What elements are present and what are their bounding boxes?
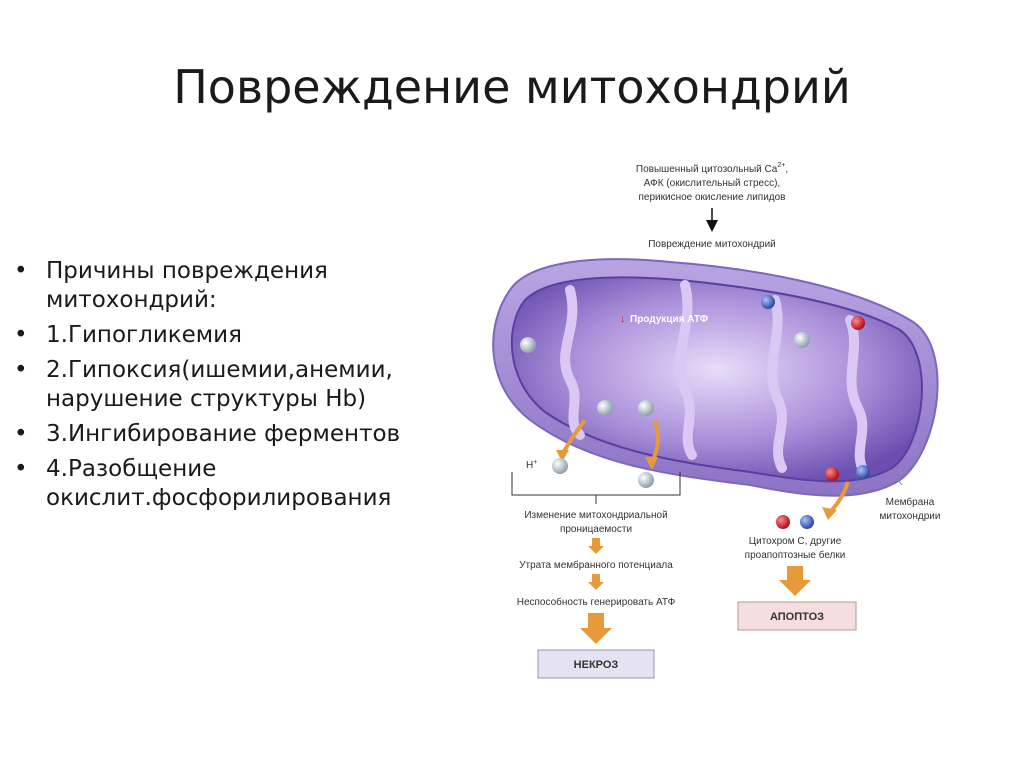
grey-particle xyxy=(638,400,654,416)
red-particle xyxy=(776,515,790,529)
down-arrow-red-icon: ↓ xyxy=(620,313,626,325)
blue-particle xyxy=(800,515,814,529)
bracket xyxy=(511,472,681,496)
permeability-line1: Изменение митохондриальной xyxy=(524,510,667,521)
potential-loss: Утрата мембранного потенциала xyxy=(519,559,673,571)
orange-arrow-icon xyxy=(588,574,604,590)
blue-particle xyxy=(856,465,870,479)
mitochondrion-matrix xyxy=(510,276,923,483)
slide-title: Повреждение митохондрий xyxy=(173,60,851,114)
bullet-dot-icon: • xyxy=(14,456,28,482)
bullet-item: • 4.Разобщение окислит.фосфорилирования xyxy=(8,455,458,513)
apoptosis-label: АПОПТОЗ xyxy=(770,611,824,623)
grey-particle xyxy=(552,458,568,474)
bullet-dot-icon: • xyxy=(14,258,28,284)
bullet-item: • 2.Гипоксия(ишемии,анемии, нарушение стр… xyxy=(8,356,458,414)
bullet-text: 3.Ингибирование ферментов xyxy=(46,421,401,447)
red-particle xyxy=(851,316,865,330)
bullet-list: • Причины повреждения митохондрий: • 1.Гип… xyxy=(8,257,458,519)
top-cause-line1: Повышенный цитозольный Ca2+, xyxy=(636,162,788,175)
grey-particle xyxy=(794,332,810,348)
crista xyxy=(845,315,869,477)
necrosis-label: НЕКРОЗ xyxy=(574,659,619,671)
grey-particle xyxy=(520,337,536,353)
apoptosis-box xyxy=(737,601,857,631)
cytochrome-line2: проапоптозные белки xyxy=(745,549,846,561)
orange-arrowhead-icon xyxy=(822,507,837,520)
blue-particle xyxy=(761,295,775,309)
mitochondria-diagram: Повышенный цитозольный Ca2+, АФК (окисли… xyxy=(492,162,941,679)
bullet-item: • 3.Ингибирование ферментов xyxy=(8,420,458,449)
membrane-pointer xyxy=(889,469,903,486)
h-plus-label: H+ xyxy=(526,459,537,471)
bullet-text: 2.Гипоксия(ишемии,анемии, нарушение стру… xyxy=(46,357,393,412)
bullet-item: • 1.Гипогликемия xyxy=(8,321,458,350)
orange-arrowhead-icon xyxy=(556,450,569,462)
orange-arrow-icon xyxy=(580,613,612,644)
crista xyxy=(560,285,585,440)
top-cause-line3: перикисное окисление липидов xyxy=(638,192,785,203)
crista xyxy=(675,280,697,460)
bullet-text: 4.Разобщение окислит.фосфорилирования xyxy=(46,456,392,511)
bullet-item: • Причины повреждения митохондрий: xyxy=(8,257,458,315)
orange-arrowhead-icon xyxy=(645,457,658,470)
bullet-text: Причины повреждения митохондрий: xyxy=(46,258,328,313)
bullet-dot-icon: • xyxy=(14,322,28,348)
grey-particle xyxy=(638,472,654,488)
necrosis-box xyxy=(537,649,655,679)
red-particle xyxy=(825,467,839,481)
atp-inability: Неспособность генерировать АТФ xyxy=(517,596,676,608)
crista xyxy=(767,295,787,473)
bullet-dot-icon: • xyxy=(14,357,28,383)
permeability-line2: проницаемости xyxy=(560,524,632,535)
bullet-text: 1.Гипогликемия xyxy=(46,322,242,348)
top-cause-line2: АФК (окислительный стресс), xyxy=(644,178,780,189)
membrane-label-line1: Мембрана xyxy=(886,496,935,508)
membrane-label-line2: митохондрии xyxy=(880,511,941,522)
cytochrome-line1: Цитохром С, другие xyxy=(749,536,842,547)
orange-arrow-icon xyxy=(779,566,811,596)
orange-arrow-icon xyxy=(588,538,604,554)
bullet-dot-icon: • xyxy=(14,421,28,447)
damage-label: Повреждение митохондрий xyxy=(648,239,776,250)
grey-particle xyxy=(597,400,613,416)
atp-production-label: Продукция АТФ xyxy=(630,314,709,325)
